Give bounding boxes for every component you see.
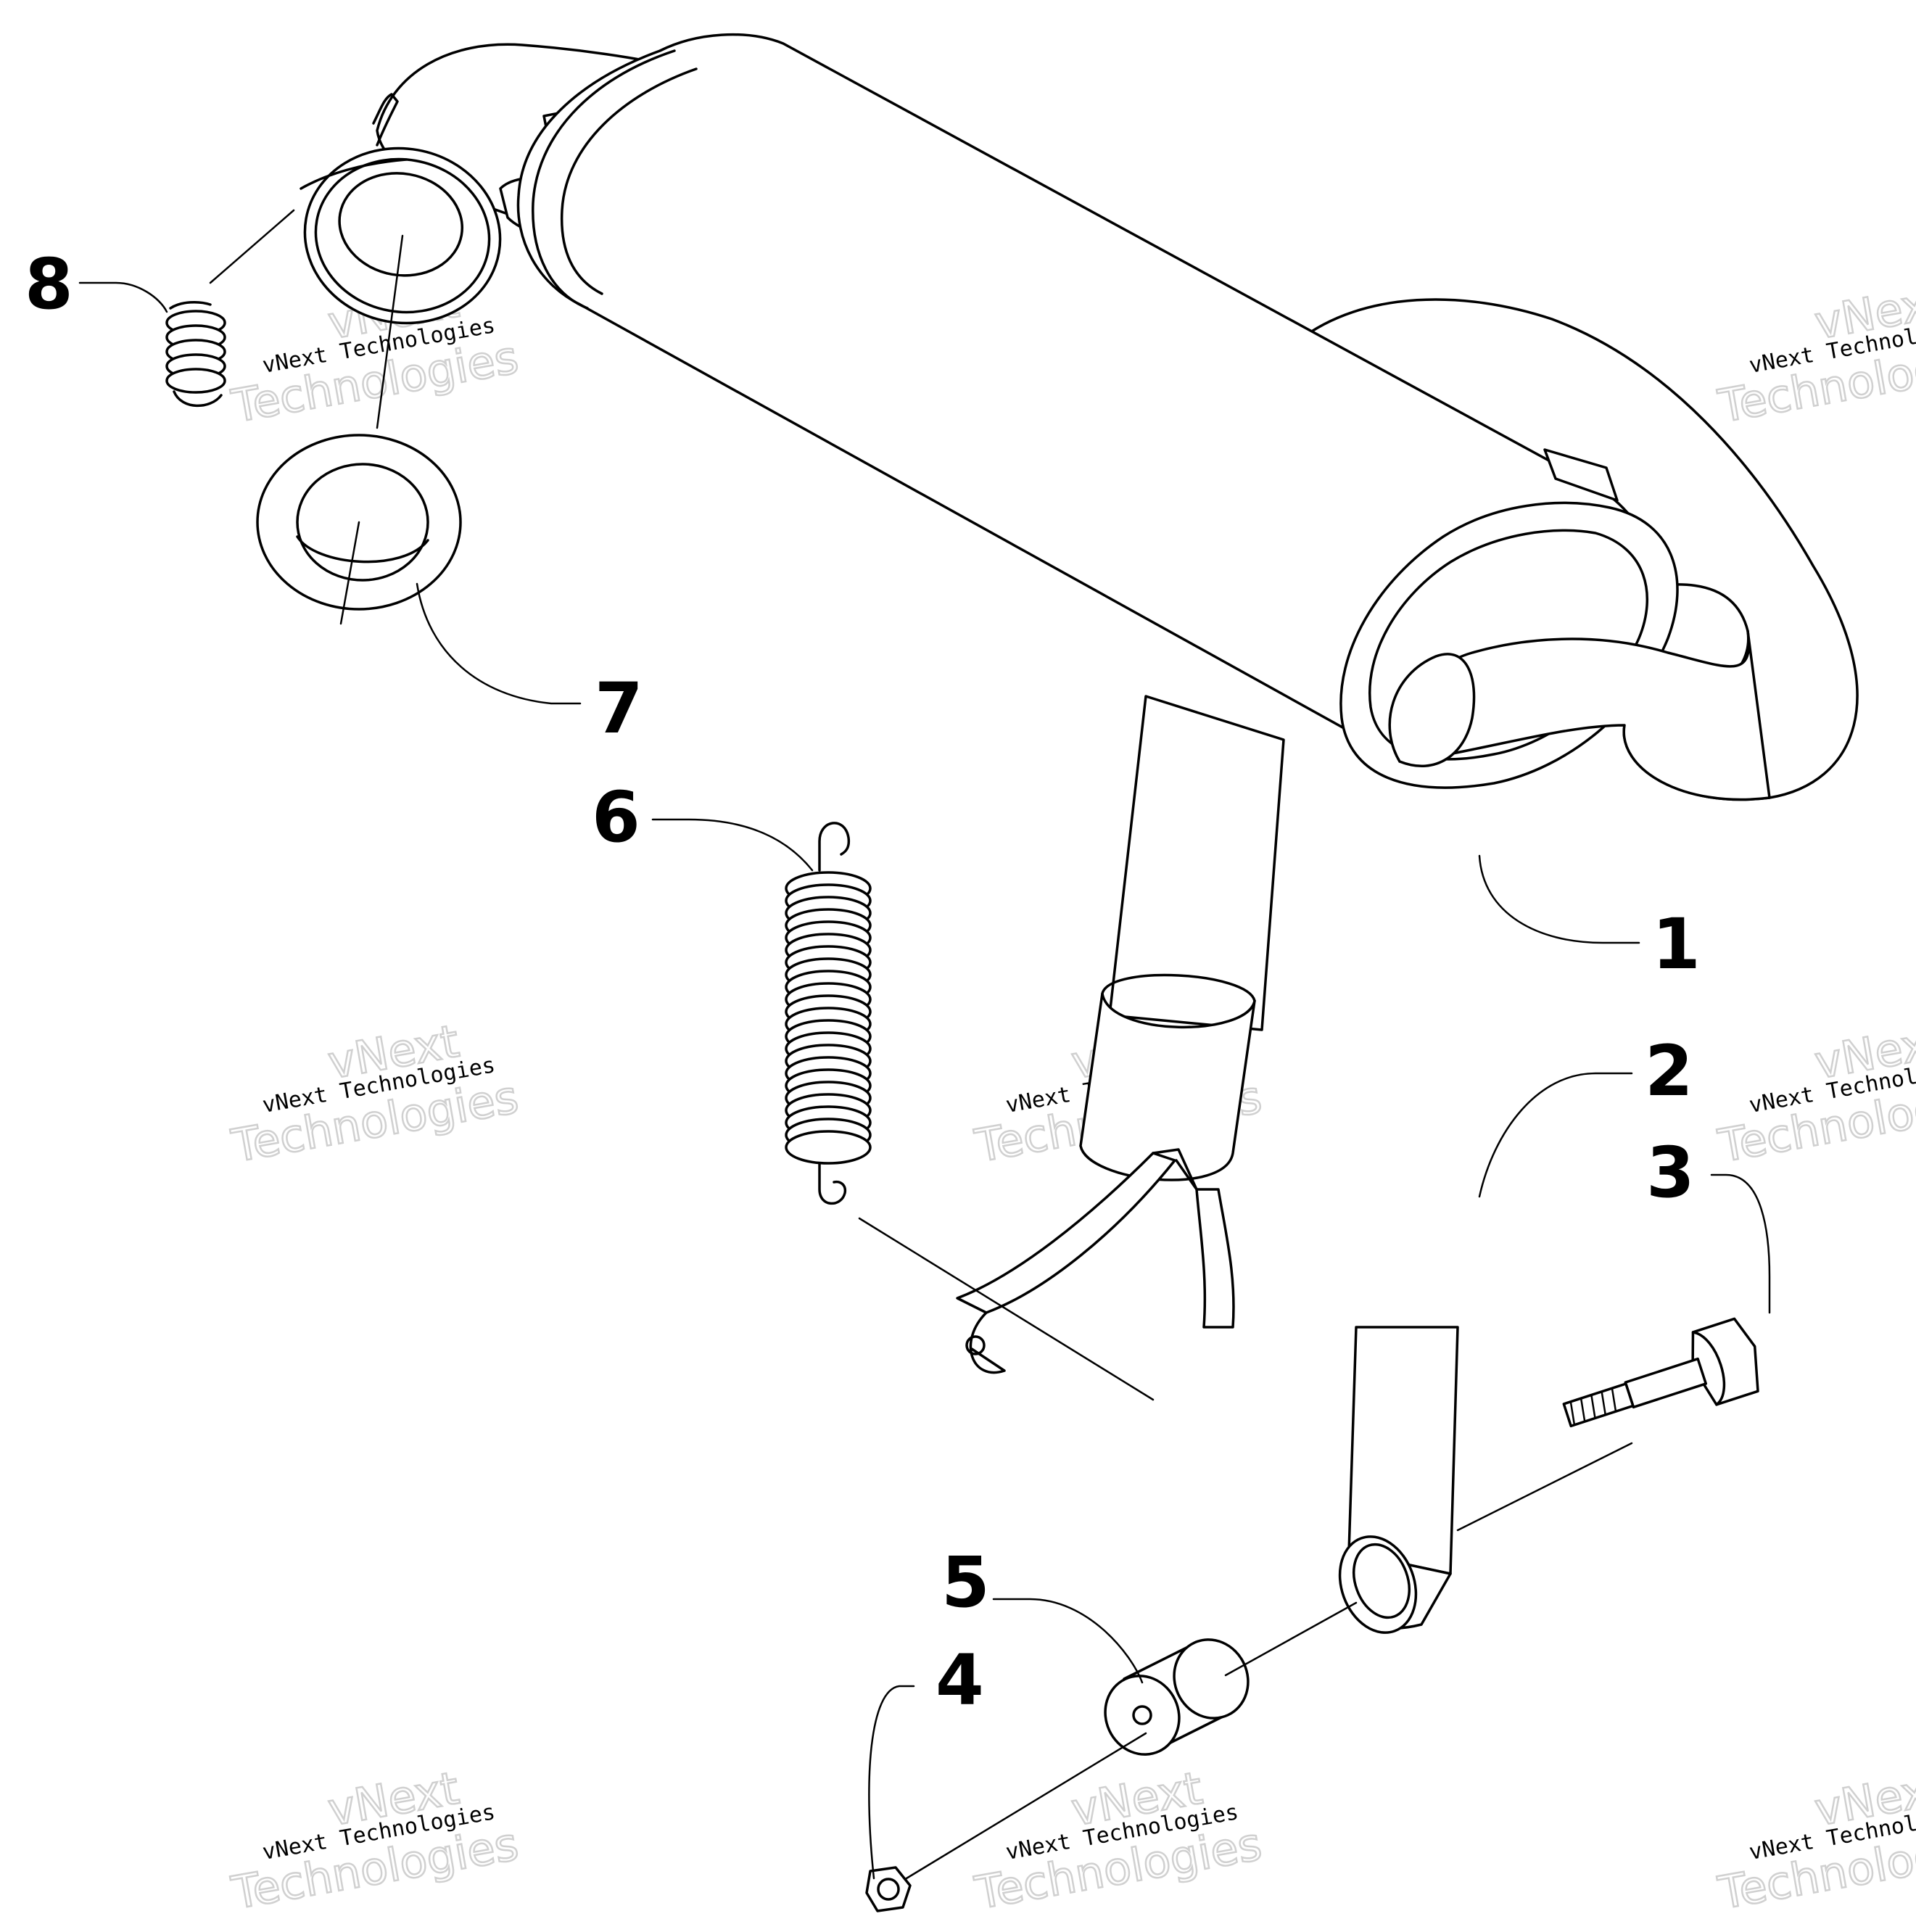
strap-tab-upper (1152, 1148, 1198, 1191)
gasket-clamp-wire (300, 93, 408, 190)
leader-6 (651, 818, 814, 872)
callout-2: 2 (1645, 1031, 1693, 1112)
lock-nut (865, 1866, 912, 1912)
muffler-tailpipe-opening (1388, 653, 1476, 767)
rubber-bushing (1104, 1638, 1250, 1756)
muffler-downpipe-sleeve-edge (1101, 973, 1256, 1002)
muffler-front-flange (532, 49, 676, 310)
leader-lines (78, 281, 1771, 1880)
callout-1: 1 (1652, 904, 1701, 985)
leader-1 (1478, 854, 1640, 944)
callout-3: 3 (1646, 1132, 1695, 1213)
callout-8: 8 (25, 244, 73, 325)
leader-3 (1710, 1173, 1771, 1314)
watermark-tile: vNext vNext Technologies Technologies (970, 1760, 1266, 1920)
callout-5: 5 (941, 1542, 990, 1623)
muffler-front-flange-inner (560, 67, 698, 295)
muffler-downpipe-sleeve (1079, 992, 1256, 1181)
callout-6: 6 (592, 777, 640, 858)
watermark-tile: vNext vNext Technologies Technologies (1714, 1760, 1916, 1920)
muffler-tailpipe-outlet (1397, 629, 1771, 801)
callout-4: 4 (936, 1640, 984, 1721)
strap-eye-hole (965, 1335, 986, 1355)
muffler-downpipe (1108, 695, 1285, 1031)
alignment-lines (209, 209, 1633, 1880)
strap-eye (969, 1311, 1006, 1374)
shoulder-bolt (1562, 1317, 1759, 1428)
callouts: 1 2 3 4 5 6 7 8 (25, 244, 1701, 1721)
leader-4 (868, 1685, 915, 1880)
watermark-tile: vNext vNext Technologies Technologies (227, 1760, 523, 1920)
spring-bottom-hook (818, 1163, 847, 1205)
spring-coil (785, 1130, 872, 1165)
watermark-tile: vNext vNext Technologies Technologies (1714, 1013, 1916, 1173)
muffler-hanger-tab (1543, 448, 1619, 502)
leader-8 (78, 281, 168, 313)
watermark-tile: vNext vNext Technologies Technologies (227, 1013, 523, 1173)
strap-band (956, 1152, 1176, 1314)
strap-arm (1195, 1188, 1235, 1329)
mount-sleeve (1338, 1535, 1452, 1634)
spring-coils (785, 871, 872, 1165)
muffler-strap (956, 1148, 1459, 1575)
small-spring (165, 300, 226, 408)
leader-7 (416, 582, 582, 705)
spring-top-hook (818, 822, 851, 872)
watermark-tile: vNext vNext Technologies Technologies (1714, 273, 1916, 434)
muffler-assembly (376, 33, 1859, 1181)
leader-5 (992, 1598, 1144, 1684)
leader-2 (1478, 1072, 1633, 1198)
callout-7: 7 (595, 668, 643, 749)
extension-spring (785, 822, 872, 1205)
